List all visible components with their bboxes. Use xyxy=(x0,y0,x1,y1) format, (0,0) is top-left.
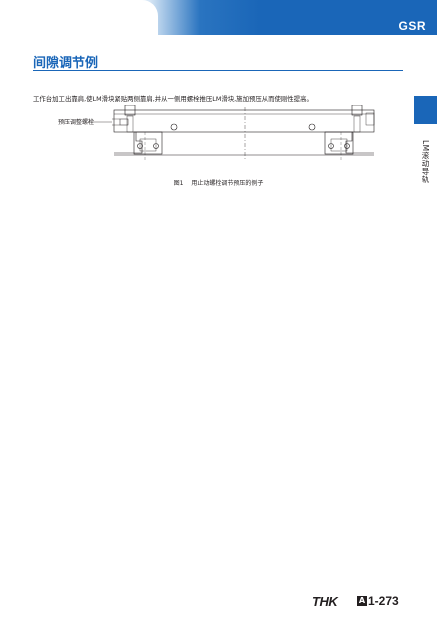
brand-logo: THK xyxy=(312,594,338,609)
figure-callout: 预压调整螺栓 xyxy=(58,119,95,126)
figure-number: 图1 xyxy=(173,180,184,187)
preload-adjustment-diagram xyxy=(88,105,375,161)
side-tab xyxy=(414,96,437,124)
figure-caption: 图1 用止动螺栓调节预压的例子 xyxy=(0,178,437,187)
series-label: GSR xyxy=(398,19,426,33)
figure-caption-text: 用止动螺栓调节预压的例子 xyxy=(191,180,264,187)
section-badge: A xyxy=(357,596,367,606)
body-paragraph: 工作台加工出靠肩,使LM滑块紧贴两侧靠肩,并从一侧用螺栓推压LM滑块,施加预压从… xyxy=(33,95,313,103)
page-number: 1-273 xyxy=(368,594,399,608)
side-tab-label: LM滚动导轨 xyxy=(421,140,430,184)
title-rule xyxy=(33,70,403,71)
header-band xyxy=(0,0,437,35)
section-title: 间隙调节例 xyxy=(33,56,99,71)
